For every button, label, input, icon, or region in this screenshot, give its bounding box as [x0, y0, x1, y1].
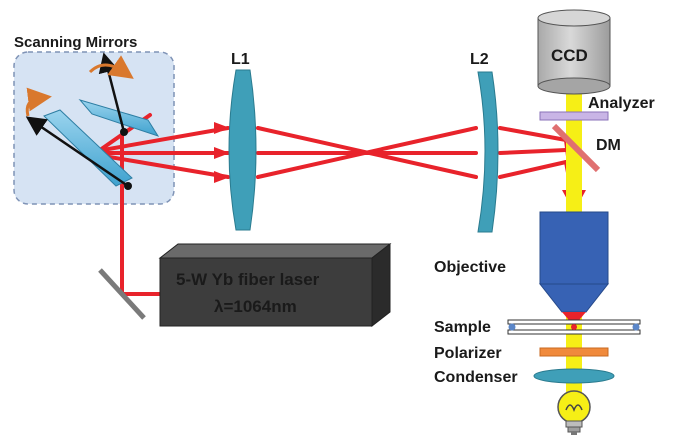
- scanning-mirror-1: [78, 99, 160, 137]
- dm-label: DM: [596, 137, 621, 154]
- laser-beam-path: [84, 113, 576, 296]
- laser-label-wavelength: λ=1064nm: [214, 297, 297, 316]
- laser-label-name: 5-W Yb fiber laser: [176, 270, 320, 289]
- analyzer-label: Analyzer: [588, 95, 655, 112]
- ccd-camera: [537, 9, 611, 95]
- lens-l1-label: L1: [231, 51, 250, 68]
- objective-label: Objective: [434, 259, 506, 276]
- analyzer: [539, 111, 609, 121]
- scanning-mirrors-panel: [13, 51, 175, 205]
- polarizer-label: Polarizer: [434, 345, 502, 362]
- condenser-lens: [533, 368, 615, 384]
- polarizer: [539, 347, 609, 357]
- sample-label: Sample: [434, 319, 491, 336]
- sample-slide: [507, 319, 641, 335]
- rotation-arrow-icon: [25, 87, 52, 117]
- lens-l1: [228, 69, 257, 231]
- fold-mirror: [98, 268, 146, 320]
- lens-l2-label: L2: [470, 51, 489, 68]
- light-bulb-icon: [557, 390, 591, 435]
- rotation-arrow-icon: [88, 55, 134, 79]
- condenser-label: Condenser: [434, 369, 518, 386]
- objective-lens: [538, 211, 610, 326]
- lens-l2: [477, 71, 499, 233]
- scanning-mirrors-label: Scanning Mirrors: [14, 34, 137, 51]
- laser-box: [158, 242, 392, 328]
- dichroic-mirror: [551, 123, 601, 173]
- ccd-label: CCD: [551, 46, 588, 65]
